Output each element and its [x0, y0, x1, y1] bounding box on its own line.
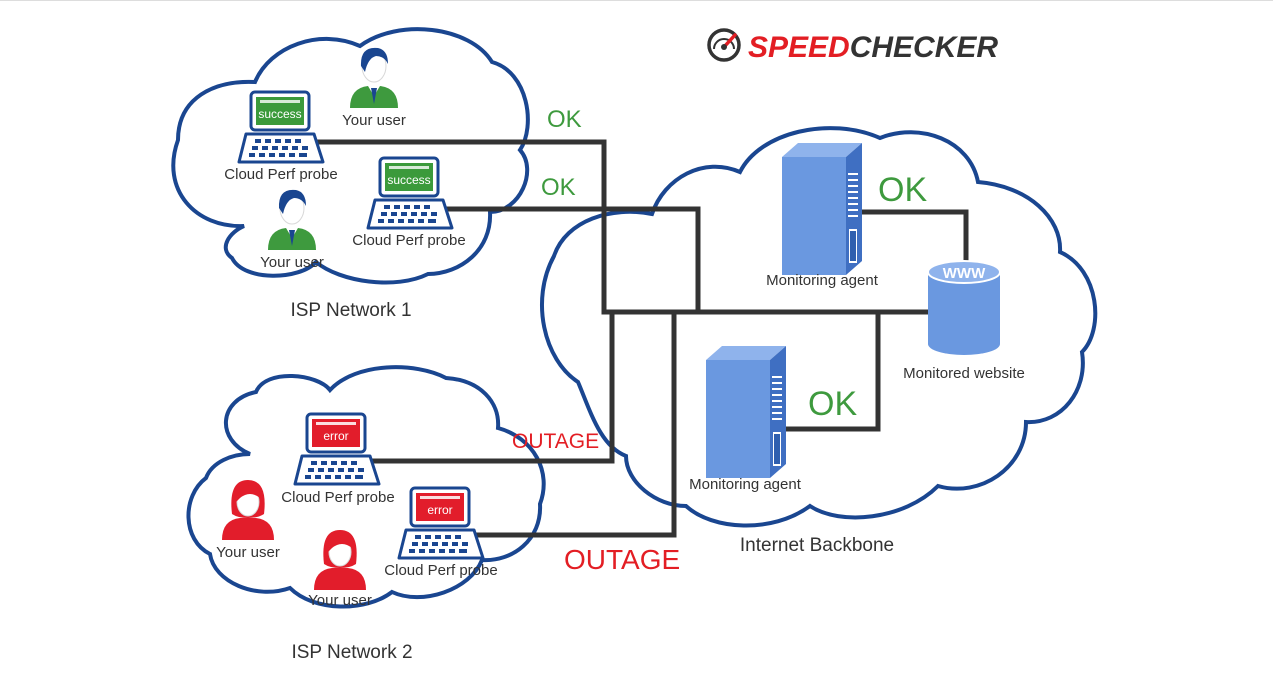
- link-isp2-probe2: [476, 312, 677, 538]
- link-isp1-probe1: [312, 139, 930, 315]
- link-agent1-website: [862, 209, 969, 264]
- isp1-user-2-label: Your user: [260, 254, 324, 271]
- laptop-keyboard-icon: [293, 454, 381, 486]
- status-outage-isp2-top: OUTAGE: [512, 430, 599, 453]
- probe-screen-text: success: [387, 173, 430, 187]
- link-isp2-probe1: [372, 312, 615, 464]
- connection-lines: [312, 139, 969, 538]
- speedchecker-logo: SPEEDCHECKER: [707, 28, 998, 64]
- server-icon: [706, 346, 786, 478]
- probe-screen-text: error: [323, 429, 348, 443]
- isp2-name: ISP Network 2: [291, 642, 412, 663]
- isp1-probe-1-label: Cloud Perf probe: [224, 166, 337, 183]
- speedometer-icon: [707, 28, 741, 62]
- backbone-name: Internet Backbone: [740, 535, 894, 556]
- website-label: Monitored website: [903, 365, 1025, 382]
- status-ok-agent-bottom: OK: [808, 385, 857, 423]
- probe-screen-text: success: [258, 107, 301, 121]
- isp2-user-2-label: Your user: [308, 592, 372, 609]
- laptop-keyboard-icon: [237, 132, 325, 164]
- laptop-keyboard-icon: [397, 528, 485, 560]
- status-ok-agent-top: OK: [878, 171, 927, 209]
- isp1-probe-1: success: [237, 90, 325, 164]
- status-ok-isp1-top: OK: [547, 106, 582, 133]
- logo-checker: CHECKER: [850, 31, 999, 64]
- backbone-agent-1-label: Monitoring agent: [766, 272, 879, 289]
- laptop-keyboard-icon: [366, 198, 454, 230]
- isp2-probe-1-label: Cloud Perf probe: [281, 489, 394, 506]
- isp1-name: ISP Network 1: [290, 300, 411, 321]
- isp1-probe-2-label: Cloud Perf probe: [352, 232, 465, 249]
- isp2-probe-1: error: [293, 412, 381, 486]
- link-isp1-probe2: [442, 206, 701, 312]
- probe-screen-text: error: [427, 503, 452, 517]
- server-icon: [782, 143, 862, 275]
- status-ok-isp1-bottom: OK: [541, 174, 576, 201]
- isp1-probe-2: success: [366, 156, 454, 230]
- isp2-probe-2-label: Cloud Perf probe: [384, 562, 497, 579]
- www-badge: WWW: [943, 265, 986, 282]
- logo-speed: SPEED: [748, 31, 850, 64]
- link-agent2-trunk: [786, 312, 881, 432]
- isp1-cloud: [171, 27, 530, 285]
- isp2-user-1-label: Your user: [216, 544, 280, 561]
- logo-text: SPEEDCHECKER: [748, 31, 998, 64]
- isp2-probe-2: error: [397, 486, 485, 560]
- isp1-user-1-label: Your user: [342, 112, 406, 129]
- status-outage-isp2-bottom: OUTAGE: [564, 544, 680, 575]
- backbone-agent-2-label: Monitoring agent: [689, 476, 802, 493]
- website-database-icon: WWW: [927, 260, 1001, 355]
